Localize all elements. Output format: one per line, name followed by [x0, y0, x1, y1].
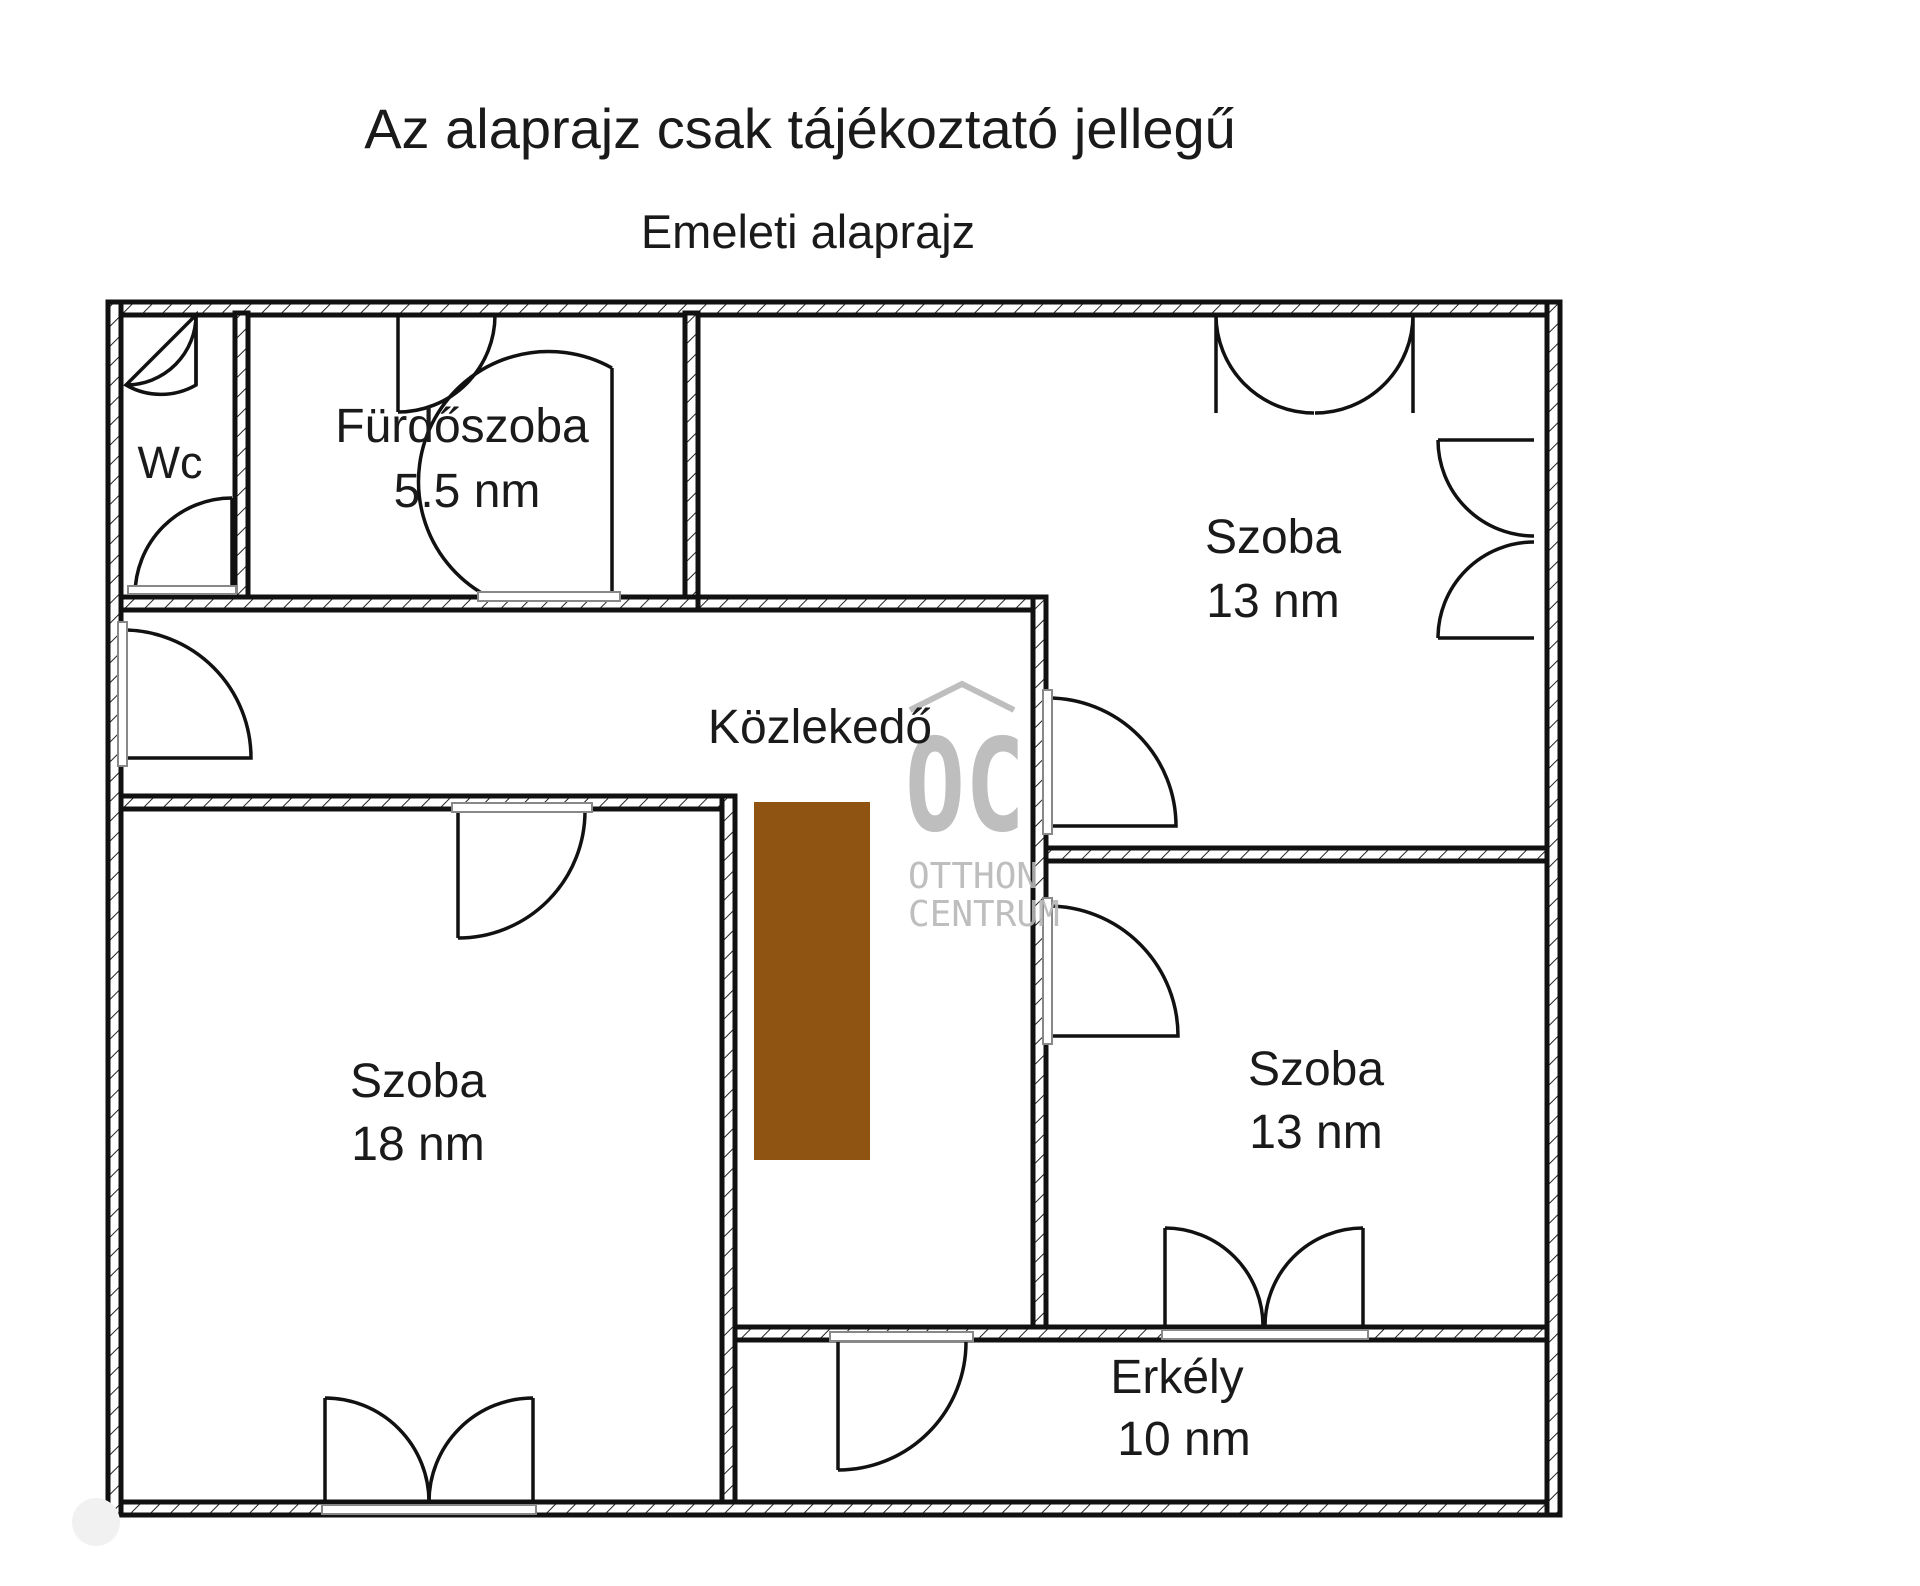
- corner-smudge: [72, 1498, 120, 1546]
- outer-walls: [105, 299, 1563, 1518]
- watermark-mark: OC: [905, 712, 1025, 861]
- room-sw-label: Szoba: [350, 1055, 486, 1108]
- watermark-line1: OTTHON: [908, 856, 1038, 897]
- page-subtitle: Emeleti alaprajz: [641, 205, 975, 258]
- bathroom-label: Fürdőszoba: [335, 400, 589, 453]
- balcony-label: Erkély: [1110, 1351, 1243, 1404]
- room-labels: Wc Fürdőszoba 5.5 nm Szoba 13 nm Közleke…: [138, 400, 1385, 1466]
- room-ne-area: 13 nm: [1206, 575, 1339, 628]
- built-in-furniture: [754, 802, 870, 1160]
- interior-walls: [118, 310, 1550, 1505]
- otthon-centrum-watermark: OC OTTHON CENTRUM: [905, 680, 1060, 935]
- room-se-label: Szoba: [1248, 1043, 1384, 1096]
- roof-icon: [908, 680, 1016, 713]
- doors: [117, 310, 1535, 1515]
- room-se-area: 13 nm: [1249, 1106, 1382, 1159]
- balcony-area: 10 nm: [1117, 1413, 1250, 1466]
- bathroom-area: 5.5 nm: [394, 465, 541, 518]
- watermark-line2: CENTRUM: [908, 894, 1060, 935]
- corridor-label: Közlekedő: [708, 701, 932, 754]
- page-title: Az alaprajz csak tájékoztató jellegű: [364, 97, 1236, 160]
- wc-label: Wc: [138, 437, 203, 488]
- room-sw-area: 18 nm: [351, 1118, 484, 1171]
- room-ne-label: Szoba: [1205, 511, 1341, 564]
